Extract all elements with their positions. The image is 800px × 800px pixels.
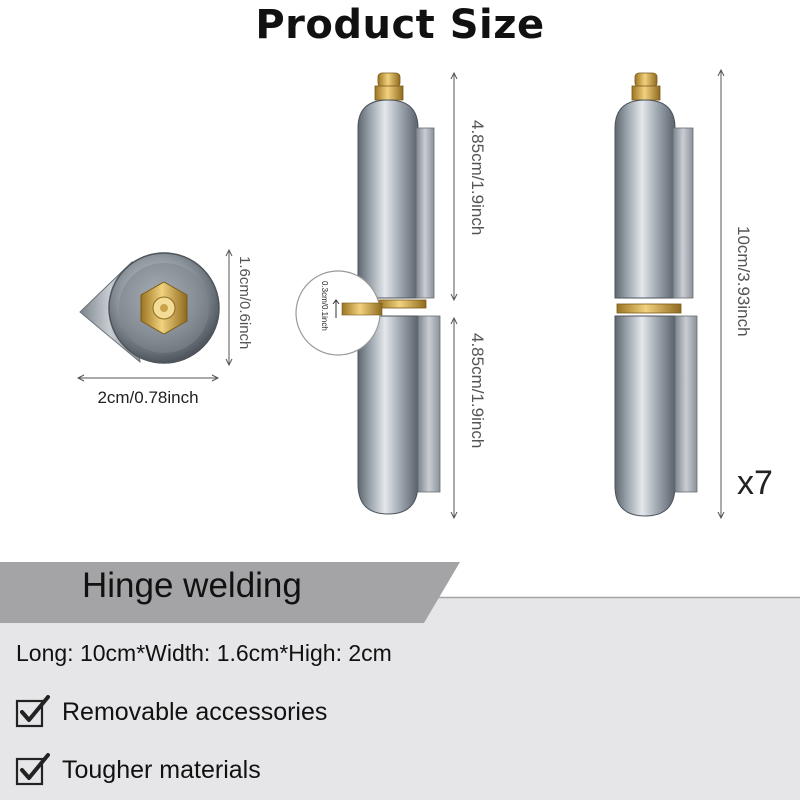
product-name: Hinge welding [82,566,302,605]
product-spec: Long: 10cm*Width: 1.6cm*High: 2cm [16,640,392,666]
checkbox-check-icon [15,753,50,786]
feature-panel [0,598,800,800]
page-title: Product Size [255,2,545,48]
total-length-label: 10cm/3.93inch [734,226,753,337]
lower-length-label: 4.85cm/1.9inch [468,333,487,448]
hinge-1-dimension-lines [450,71,458,520]
gap-magnifier [295,270,383,356]
width-label: 2cm/0.78inch [97,388,198,407]
hinge-front-view-1 [357,72,441,515]
hinge-2-dimension-lines [717,68,725,520]
feature-label: Removable accessories [62,697,328,726]
title-band [0,562,800,623]
hinge-end-view [79,252,220,364]
hinge-front-view-2 [614,72,698,517]
checkbox-check-icon [15,695,50,728]
product-illustration: 1.6cm/0.6inch 2cm/0.78inch 0.3cm/0.1inch… [76,68,753,520]
dia-label: 1.6cm/0.6inch [236,256,253,349]
feature-label: Tougher materials [62,755,261,784]
quantity-label: x7 [737,464,773,502]
feature-item: Removable accessories [14,692,327,732]
upper-length-label: 4.85cm/1.9inch [468,120,487,235]
feature-item: Tougher materials [14,750,261,790]
gap-label: 0.3cm/0.1inch [320,281,329,331]
end-view-dimension-lines [76,248,233,382]
